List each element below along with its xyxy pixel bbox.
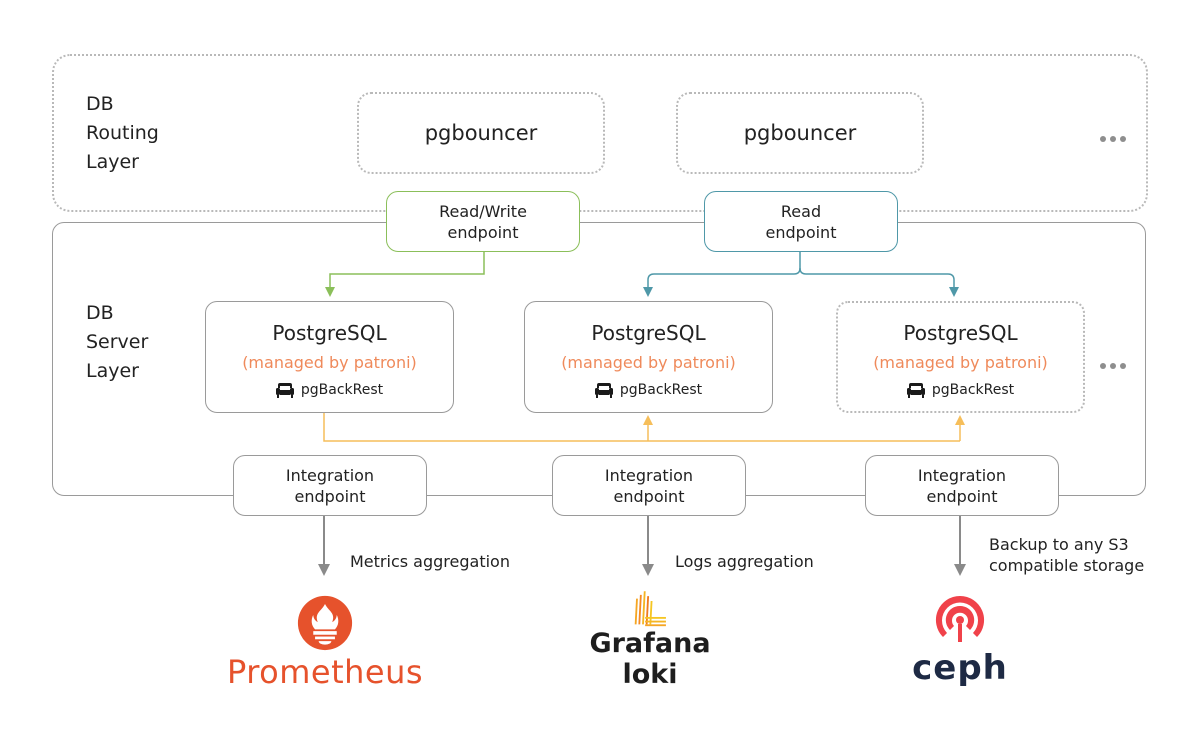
prometheus-wordmark: Prometheus xyxy=(226,653,424,691)
server-more-ellipsis xyxy=(1100,354,1126,373)
ceph-wordmark: ceph xyxy=(912,648,1008,688)
postgres-title: PostgreSQL xyxy=(903,320,1018,345)
pgbackrest-label: pgBackRest xyxy=(931,381,1015,398)
read-write-endpoint: Read/Write endpoint xyxy=(386,191,580,252)
postgres-title: PostgreSQL xyxy=(591,320,706,345)
routing-layer-container xyxy=(52,54,1148,212)
integration-endpoint-line: Integration xyxy=(917,465,1007,485)
integration-endpoint-line: endpoint xyxy=(613,486,685,506)
pgbouncer-node-1: pgbouncer xyxy=(357,92,605,174)
routing-layer-label-line: Layer xyxy=(86,151,139,173)
read-connector-right xyxy=(799,267,959,297)
prometheus-flame-icon xyxy=(297,595,353,651)
read-write-connector xyxy=(325,252,485,297)
integration-endpoint-2: Integration endpoint xyxy=(552,455,746,516)
integration-endpoint-3: Integration endpoint xyxy=(865,455,1059,516)
backup-label: Backup to any S3 compatible storage xyxy=(989,534,1144,576)
loki-wordmark: Grafana loki xyxy=(589,628,711,690)
pgbackrest-row: pgBackRest xyxy=(275,381,384,398)
pgbackrest-armchair-icon xyxy=(594,382,613,398)
read-endpoint: Read endpoint xyxy=(704,191,898,252)
prometheus-logo: Prometheus xyxy=(226,595,424,691)
integration-endpoint-line: endpoint xyxy=(294,486,366,506)
pgbackrest-armchair-icon xyxy=(906,382,925,398)
postgres-node-1: PostgreSQL (managed by patroni) pgBackRe… xyxy=(205,301,454,413)
backup-label-line: Backup to any S3 xyxy=(989,535,1129,554)
postgres-node-3: PostgreSQL (managed by patroni) pgBackRe… xyxy=(836,301,1085,413)
patroni-subtitle: (managed by patroni) xyxy=(242,352,417,372)
server-layer-label-line: Layer xyxy=(86,360,139,382)
read-endpoint-line: endpoint xyxy=(765,222,837,242)
server-layer-label: DB Server Layer xyxy=(86,299,148,386)
logs-aggregation-label: Logs aggregation xyxy=(675,552,814,571)
ceph-logo: ceph xyxy=(905,590,1015,690)
pgbackrest-row: pgBackRest xyxy=(594,381,703,398)
pgbouncer-label: pgbouncer xyxy=(743,121,857,145)
pgbackrest-label: pgBackRest xyxy=(619,381,703,398)
patroni-subtitle: (managed by patroni) xyxy=(873,352,1048,372)
pgbouncer-node-2: pgbouncer xyxy=(676,92,924,174)
read-write-endpoint-line: Read/Write xyxy=(439,201,527,221)
postgres-node-2: PostgreSQL (managed by patroni) pgBackRe… xyxy=(524,301,773,413)
backup-label-line: compatible storage xyxy=(989,556,1145,575)
routing-layer-label-line: DB xyxy=(86,93,114,115)
pgbackrest-label: pgBackRest xyxy=(300,381,384,398)
integration-endpoint-line: endpoint xyxy=(926,486,998,506)
loki-bars-icon xyxy=(634,591,666,627)
server-layer-label-line: Server xyxy=(86,331,149,353)
read-write-endpoint-line: endpoint xyxy=(447,222,519,242)
replication-line xyxy=(323,413,960,442)
pgbouncer-label: pgbouncer xyxy=(424,121,538,145)
patroni-subtitle: (managed by patroni) xyxy=(561,352,736,372)
postgres-title: PostgreSQL xyxy=(272,320,387,345)
metrics-aggregation-label: Metrics aggregation xyxy=(350,552,510,571)
server-layer-label-line: DB xyxy=(86,302,114,324)
grafana-loki-logo: Grafana loki xyxy=(560,590,740,690)
routing-layer-label: DB Routing Layer xyxy=(86,90,159,177)
ceph-emblem-icon xyxy=(935,595,985,642)
routing-more-ellipsis xyxy=(1100,127,1126,146)
integration-endpoint-line: Integration xyxy=(604,465,694,485)
integration-endpoint-1: Integration endpoint xyxy=(233,455,427,516)
integration-endpoint-line: Integration xyxy=(285,465,375,485)
routing-layer-label-line: Routing xyxy=(86,122,159,144)
pgbackrest-row: pgBackRest xyxy=(906,381,1015,398)
read-endpoint-line: Read xyxy=(780,201,822,221)
pgbackrest-armchair-icon xyxy=(275,382,294,398)
